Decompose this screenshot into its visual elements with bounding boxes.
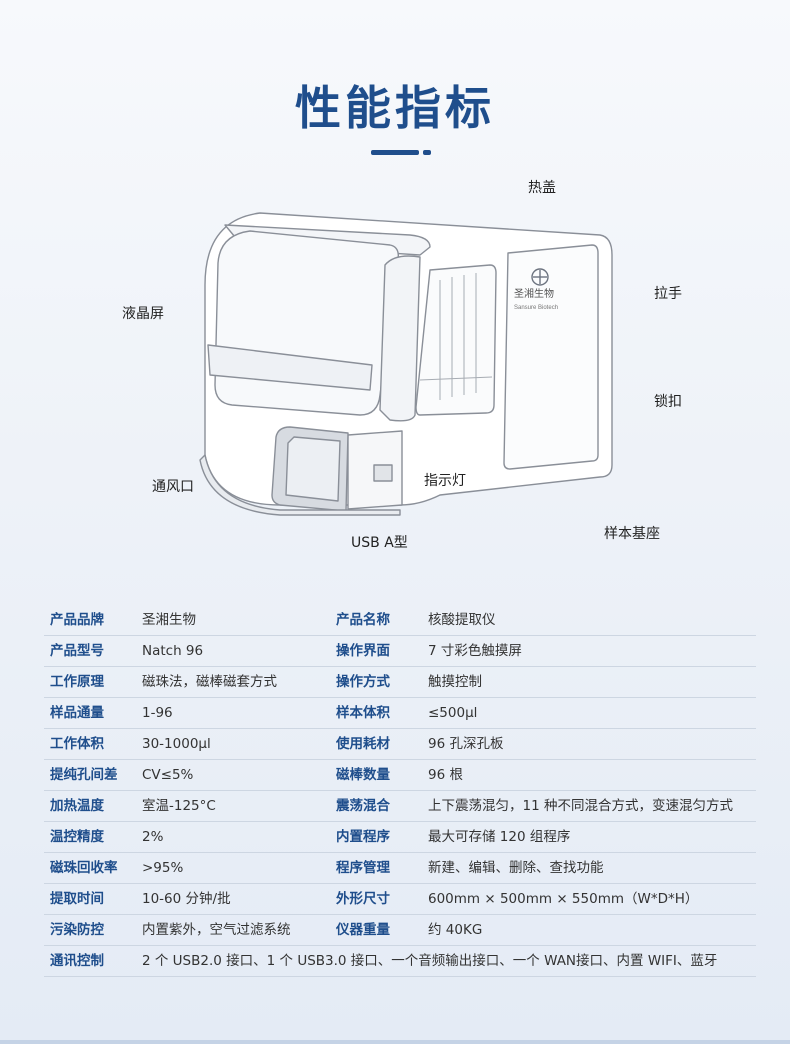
- brand-logo-icon: [531, 268, 549, 286]
- spec-value: 1-96: [142, 705, 173, 721]
- spec-row: 提纯孔间差 CV≤5% 磁棒数量 96 根: [44, 760, 756, 791]
- spec-value: 上下震荡混匀，11 种不同混合方式，变速混匀方式: [428, 798, 733, 814]
- spec-row: 工作体积 30-1000μl 使用耗材 96 孔深孔板: [44, 729, 756, 760]
- spec-key: 仪器重量: [336, 922, 390, 938]
- spec-key: 内置程序: [336, 829, 390, 845]
- callout-usb: USB A型: [351, 535, 408, 551]
- spec-value: 30-1000μl: [142, 736, 211, 752]
- brand-logo-text: 圣湘生物: [514, 287, 554, 300]
- spec-row: 产品品牌 圣湘生物 产品名称 核酸提取仪: [44, 604, 756, 636]
- spec-value: 圣湘生物: [142, 612, 196, 628]
- page-title: 性能指标: [295, 81, 495, 135]
- spec-row: 污染防控 内置紫外，空气过滤系统 仪器重量 约 40KG: [44, 915, 756, 946]
- spec-value: 内置紫外，空气过滤系统: [142, 922, 291, 938]
- spec-key: 磁棒数量: [336, 767, 390, 783]
- spec-key: 外形尺寸: [336, 891, 390, 907]
- device-figure: 圣湘生物 Sansure Biotech 热盖 拉手 液晶屏 锁扣 通风口 指示…: [0, 165, 790, 565]
- spec-value: 室温-125°C: [142, 798, 216, 814]
- spec-row: 温控精度 2% 内置程序 最大可存储 120 组程序: [44, 822, 756, 853]
- spec-value: 新建、编辑、删除、查找功能: [428, 860, 604, 876]
- spec-value: 2%: [142, 829, 164, 845]
- spec-key: 操作方式: [336, 674, 390, 690]
- spec-key: 产品品牌: [50, 612, 104, 628]
- spec-key: 污染防控: [50, 922, 104, 938]
- spec-key: 震荡混合: [336, 798, 390, 814]
- spec-row: 加热温度 室温-125°C 震荡混合 上下震荡混匀，11 种不同混合方式，变速混…: [44, 791, 756, 822]
- spec-row: 产品型号 Natch 96 操作界面 7 寸彩色触摸屏: [44, 636, 756, 667]
- spec-value: 7 寸彩色触摸屏: [428, 643, 522, 659]
- spec-row: 磁珠回收率 >95% 程序管理 新建、编辑、删除、查找功能: [44, 853, 756, 884]
- spec-value: CV≤5%: [142, 767, 194, 783]
- spec-key: 通讯控制: [50, 953, 104, 969]
- callout-vent: 通风口: [152, 479, 194, 495]
- spec-key: 操作界面: [336, 643, 390, 659]
- spec-key: 加热温度: [50, 798, 104, 814]
- extractor-illustration: 圣湘生物 Sansure Biotech: [199, 212, 613, 516]
- spec-key: 产品名称: [336, 612, 390, 628]
- callout-handle: 拉手: [654, 286, 682, 302]
- bottom-divider: [0, 1040, 790, 1044]
- spec-row: 通讯控制 2 个 USB2.0 接口、1 个 USB3.0 接口、一个音频输出接…: [44, 946, 756, 977]
- spec-key: 工作原理: [50, 674, 104, 690]
- spec-value: 最大可存储 120 组程序: [428, 829, 571, 845]
- spec-key: 样品通量: [50, 705, 104, 721]
- spec-value: 触摸控制: [428, 674, 482, 690]
- brand-logo-subtext: Sansure Biotech: [514, 305, 558, 311]
- spec-row: 样品通量 1-96 样本体积 ≤500μl: [44, 698, 756, 729]
- spec-value: 约 40KG: [428, 922, 483, 938]
- callout-hot-lid: 热盖: [528, 180, 556, 196]
- spec-key: 样本体积: [336, 705, 390, 721]
- spec-value: 核酸提取仪: [428, 612, 496, 628]
- spec-row: 工作原理 磁珠法，磁棒磁套方式 操作方式 触摸控制: [44, 667, 756, 698]
- spec-value: 600mm × 500mm × 550mm（W*D*H）: [428, 891, 699, 907]
- callout-sample-base: 样本基座: [604, 526, 660, 542]
- spec-value: >95%: [142, 860, 184, 876]
- spec-key: 提取时间: [50, 891, 104, 907]
- spec-table: 产品品牌 圣湘生物 产品名称 核酸提取仪 产品型号 Natch 96 操作界面 …: [44, 604, 756, 977]
- spec-value: 10-60 分钟/批: [142, 891, 231, 907]
- spec-key: 程序管理: [336, 860, 390, 876]
- spec-key: 温控精度: [50, 829, 104, 845]
- spec-value: ≤500μl: [428, 705, 478, 721]
- spec-row: 提取时间 10-60 分钟/批 外形尺寸 600mm × 500mm × 550…: [44, 884, 756, 915]
- spec-key: 磁珠回收率: [50, 860, 118, 876]
- spec-key: 使用耗材: [336, 736, 390, 752]
- spec-key: 工作体积: [50, 736, 104, 752]
- spec-value: 96 根: [428, 767, 463, 783]
- spec-value: 2 个 USB2.0 接口、1 个 USB3.0 接口、一个音频输出接口、一个 …: [142, 953, 718, 969]
- callout-lcd: 液晶屏: [122, 306, 164, 322]
- callout-indicator: 指示灯: [424, 473, 466, 489]
- spec-key: 产品型号: [50, 643, 104, 659]
- spec-key: 提纯孔间差: [50, 767, 118, 783]
- spec-value: 96 孔深孔板: [428, 736, 504, 752]
- spec-value: Natch 96: [142, 643, 204, 659]
- spec-value: 磁珠法，磁棒磁套方式: [142, 674, 277, 690]
- callout-lock: 锁扣: [654, 394, 682, 410]
